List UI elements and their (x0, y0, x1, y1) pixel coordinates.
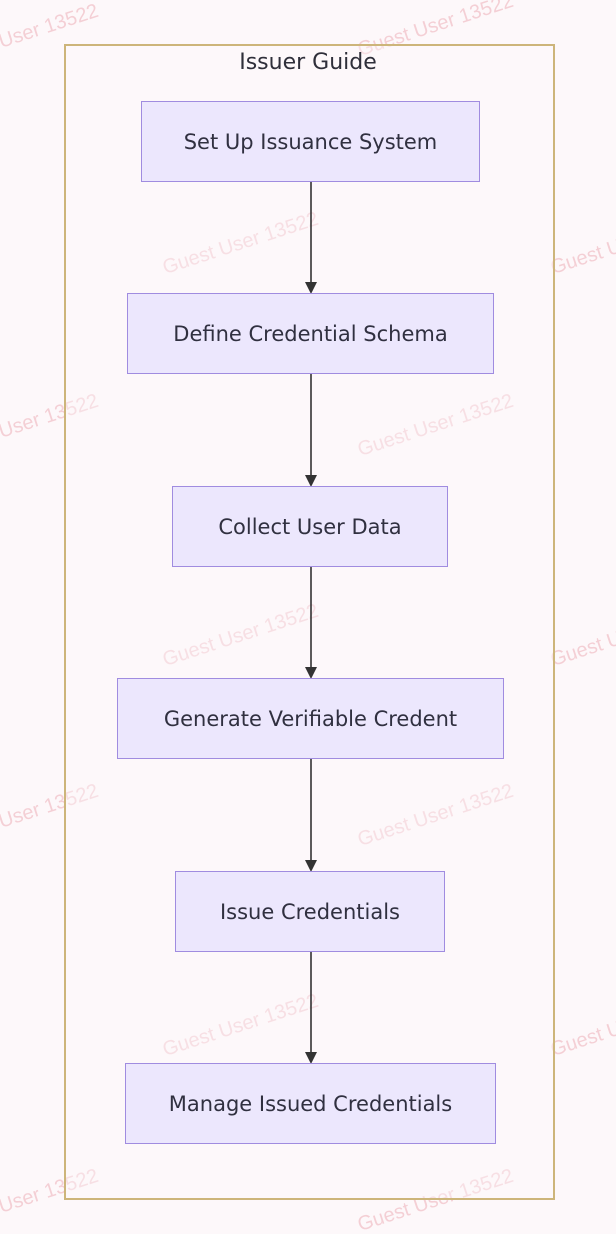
node-label: Generate Verifiable Credent (163, 706, 458, 731)
node-define-credential-schema[interactable]: Define Credential Schema (127, 293, 494, 374)
node-label: Define Credential Schema (173, 321, 448, 346)
node-manage-issued-credentials[interactable]: Manage Issued Credentials (125, 1063, 496, 1144)
node-label: Collect User Data (218, 514, 402, 539)
node-label: Set Up Issuance System (183, 129, 438, 154)
node-issue-credentials[interactable]: Issue Credentials (175, 871, 445, 952)
subgraph-frame (64, 44, 555, 1200)
subgraph-title: Issuer Guide (239, 50, 377, 75)
node-set-up-issuance-system[interactable]: Set Up Issuance System (141, 101, 480, 182)
node-label: Issue Credentials (219, 899, 400, 924)
node-collect-user-data[interactable]: Collect User Data (172, 486, 448, 567)
node-label: Manage Issued Credentials (168, 1091, 453, 1116)
node-generate-verifiable-credential[interactable]: Generate Verifiable Credent (117, 678, 504, 759)
